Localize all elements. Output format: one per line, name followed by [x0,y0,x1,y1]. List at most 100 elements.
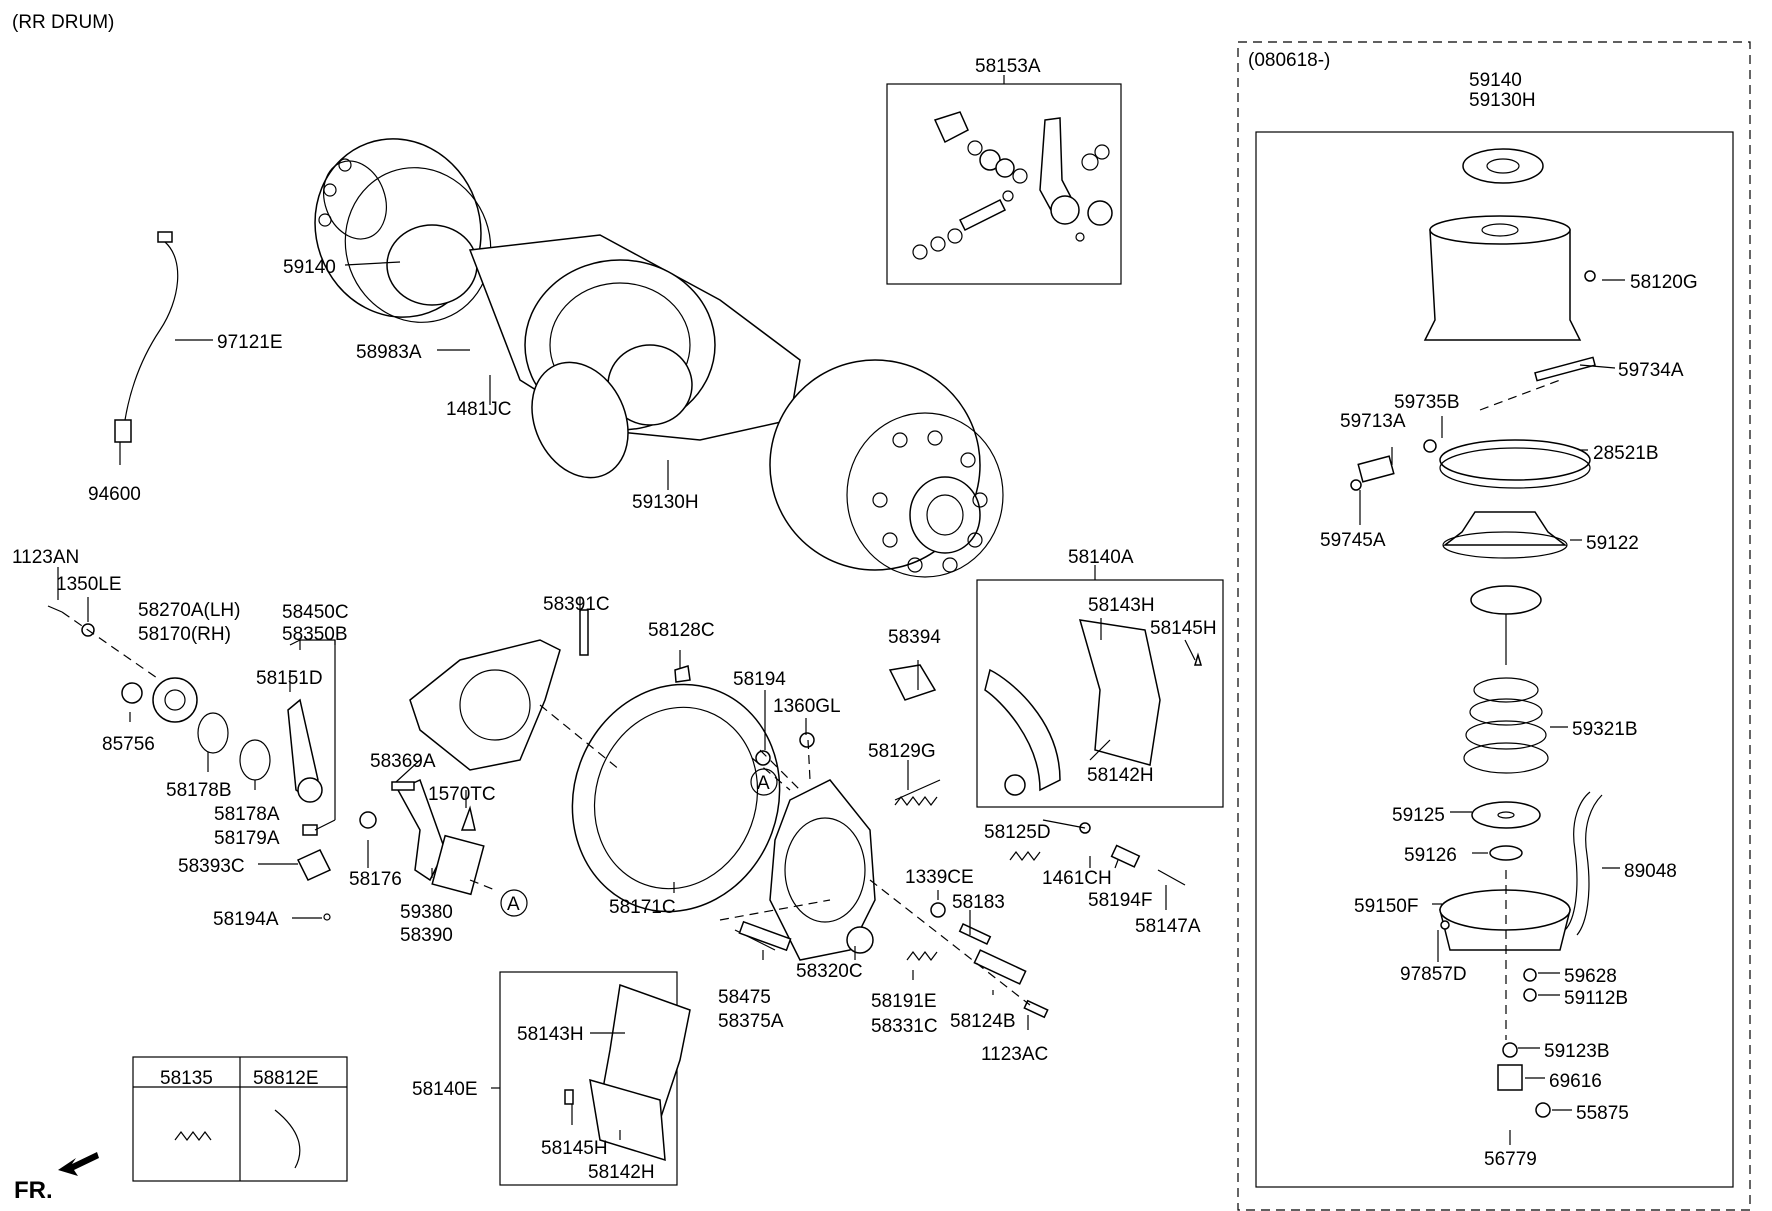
part-label: 89048 [1624,861,1677,882]
part-label: 56779 [1484,1149,1537,1170]
part-label: 58145H [541,1138,608,1159]
part-label: 58143H [1088,595,1155,616]
front-direction-label: FR. [14,1177,53,1204]
part-label: 59123B [1544,1041,1610,1062]
part-label: 58191E [871,991,937,1012]
part-label: 59130H [1469,90,1536,111]
exploded-view-lines [61,379,1561,1006]
part-label: 58176 [349,869,402,890]
brake-shoe-lower-illustration [564,983,691,1162]
part-label: 58393C [178,856,245,877]
part-label: 59713A [1340,411,1406,432]
part-label: 58194 [733,669,786,690]
abs-sensor-cable-illustration [114,231,179,443]
part-label: 69616 [1549,1071,1602,1092]
part-label: 1123AC [981,1044,1048,1065]
diagram-title: (RR DRUM) [12,12,114,33]
part-label: 1350LE [56,574,122,595]
part-label: 58194F [1088,890,1152,911]
part-label: 58194A [213,909,279,930]
part-label: 1481JC [446,399,512,420]
part-label: 59734A [1618,360,1684,381]
svg-text:A: A [507,894,520,915]
svg-text:A: A [757,773,770,794]
dust-shield-illustration [571,665,781,913]
part-label: 59745A [1320,530,1386,551]
rear-axle-assembly-illustration [314,138,1004,578]
part-label: 55875 [1576,1103,1629,1124]
part-label: 94600 [88,484,141,505]
part-label: 59125 [1392,805,1445,826]
part-label: 59140 [283,257,336,278]
part-label: 1461CH [1042,868,1112,889]
part-label: 58147A [1135,916,1201,937]
front-direction-arrow-icon [58,1152,99,1176]
part-label: 58151D [256,668,323,689]
part-label: 58178A [214,804,280,825]
part-label: 59140 [1469,70,1522,91]
part-label: 58140E [412,1079,478,1100]
part-label: 58320C [796,961,863,982]
brake-shoe-kit-box-upper [976,579,1224,808]
part-label: 58143H [517,1024,584,1045]
part-label: 58394 [888,627,941,648]
part-label: 59380 [400,902,453,923]
part-label: 58390 [400,925,453,946]
reference-callout-a-2: A [750,768,778,796]
part-label: 59150F [1354,896,1418,917]
part-label: 58128C [648,620,715,641]
part-label: 58142H [1087,765,1154,786]
brake-shoe-kit-box-lower [499,971,678,1186]
brake-spider-plate-illustration [409,609,589,771]
brake-shoe-upper-illustration [984,619,1203,796]
small-parts-illustrations [174,1109,301,1169]
part-number-labels: 59140 97121E 58983A 1481JC 94600 59130H … [12,56,1698,1183]
variant-label: (080618-) [1248,50,1330,71]
part-label: 58129G [868,741,936,762]
part-label: 58183 [952,892,1005,913]
part-label: 58135 [160,1068,213,1089]
part-label: 58331C [871,1016,938,1037]
part-label: 59735B [1394,392,1460,413]
part-label: 58983A [356,342,422,363]
part-label: 59112B [1564,988,1628,1009]
brake-anchor-bracket-illustration [755,664,941,961]
part-label: 58369A [370,751,436,772]
part-label: 59628 [1564,966,1617,987]
part-label: 59130H [632,492,699,513]
part-label: 58812E [253,1068,319,1089]
part-label: 58450C [282,602,349,623]
slack-adjuster-kit-box [886,83,1122,285]
part-label: 58270A(LH) [138,600,240,621]
part-label: 1570TC [428,784,496,805]
part-label: 59122 [1586,533,1639,554]
part-label: 1339CE [905,867,974,888]
part-label: 58124B [950,1011,1016,1032]
part-label: 58153A [975,56,1041,77]
part-label: 58171C [609,897,676,918]
part-label: 58170(RH) [138,624,231,645]
part-label: 97121E [217,332,283,353]
part-label: 59126 [1404,845,1457,866]
springs-and-pins-illustration [734,796,1186,1019]
part-label: 58125D [984,822,1051,843]
part-label: 1360GL [773,696,841,717]
part-label: 97857D [1400,964,1467,985]
part-label: 58179A [214,828,280,849]
part-label: 58142H [588,1162,655,1183]
reference-callout-a-1: A [500,889,528,917]
part-label: 58120G [1630,272,1698,293]
brake-chamber-assembly-box [1255,131,1734,1188]
part-label: 28521B [1593,443,1659,464]
part-label: 58350B [282,624,348,645]
small-parts-table [132,1056,348,1182]
part-label: 58145H [1150,618,1217,639]
part-label: 58178B [166,780,232,801]
part-label: 58140A [1068,547,1134,568]
part-label: 58375A [718,1011,784,1032]
leader-lines [57,75,1625,1145]
part-label: 1123AN [12,547,79,568]
part-label: 59321B [1572,719,1638,740]
part-label: 85756 [102,734,155,755]
